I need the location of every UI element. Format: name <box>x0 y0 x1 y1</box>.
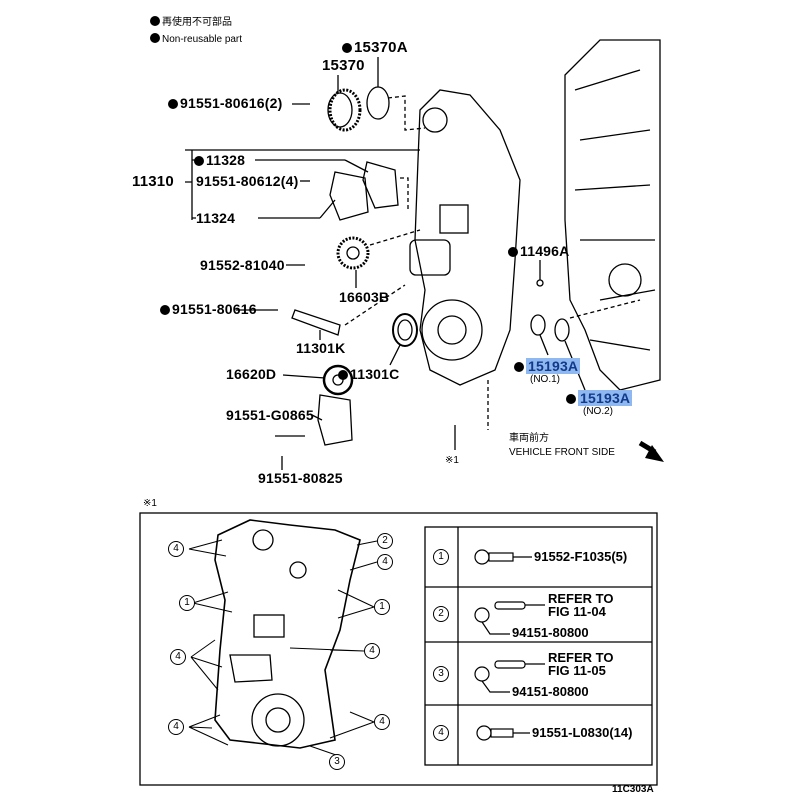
callout-4: 4 <box>168 541 184 557</box>
bullet-icon <box>150 33 160 43</box>
part-note-no2: (NO.2) <box>583 406 613 417</box>
callout-3: 3 <box>329 754 345 770</box>
part-label-91551-80616[interactable]: 91551-80616 <box>160 301 257 317</box>
part-label-15193a-no1[interactable]: 15193A <box>514 358 581 374</box>
callout-1: 1 <box>179 595 195 611</box>
callout-4: 4 <box>170 649 186 665</box>
non-reusable-icon <box>566 394 576 404</box>
timing-cover <box>414 89 521 386</box>
part-label-15370[interactable]: 15370 <box>322 57 365 74</box>
part-label-11301c[interactable]: 11301C <box>338 366 399 382</box>
engine-block <box>564 39 661 391</box>
table-row-num: 4 <box>433 725 449 741</box>
non-reusable-icon <box>342 43 352 53</box>
note-ref-1: ※1 <box>445 455 459 466</box>
callout-4: 4 <box>377 554 393 570</box>
cover-outline-detail <box>214 519 361 749</box>
fastener-table-frame <box>424 526 653 766</box>
table-cell-part[interactable]: 94151-80800 <box>512 684 589 699</box>
part-note-no1: (NO.1) <box>530 374 560 385</box>
part-label-11301k[interactable]: 11301K <box>296 340 346 356</box>
part-label-11496a[interactable]: 11496A <box>508 243 569 259</box>
part-label-91551-80616-2[interactable]: 91551-80616(2) <box>168 95 282 111</box>
detail-frame <box>139 512 658 786</box>
non-reusable-icon <box>194 156 204 166</box>
table-cell-part[interactable]: 94151-80800 <box>512 625 589 640</box>
bullet-icon <box>150 16 160 26</box>
non-reusable-icon <box>508 247 518 257</box>
table-cell-ref: REFER TO <box>548 650 614 665</box>
part-label-11310[interactable]: 11310 <box>132 173 174 190</box>
direction-jp: 車両前方 <box>509 433 549 444</box>
non-reusable-icon <box>168 99 178 109</box>
figure-id: 11C303A <box>612 784 654 795</box>
legend-jp-text: 再使用不可部品 <box>162 17 232 28</box>
callout-4: 4 <box>364 643 380 659</box>
part-label-11324[interactable]: 11324 <box>196 210 236 226</box>
table-row-num: 1 <box>433 549 449 565</box>
table-row-num: 2 <box>433 606 449 622</box>
part-label-15370a[interactable]: 15370A <box>342 40 408 56</box>
callout-4: 4 <box>374 714 390 730</box>
table-cell-ref-fig[interactable]: FIG 11-04 <box>548 604 606 619</box>
legend-jp: 再使用不可部品 <box>150 16 232 29</box>
part-label-16620d[interactable]: 16620D <box>226 366 277 382</box>
direction-en: VEHICLE FRONT SIDE <box>509 447 615 458</box>
table-cell-ref-fig[interactable]: FIG 11-05 <box>548 663 606 678</box>
part-label-15193a-no2[interactable]: 15193A <box>566 390 633 406</box>
callout-2: 2 <box>377 533 393 549</box>
part-label-91551-g0865[interactable]: 91551-G0865 <box>226 407 314 423</box>
part-label-16603b[interactable]: 16603B <box>339 289 390 305</box>
part-label-91551-80612-4[interactable]: 91551-80612(4) <box>196 173 299 189</box>
non-reusable-icon <box>338 370 348 380</box>
table-cell-part[interactable]: 91552-F1035(5) <box>534 549 628 564</box>
part-label-91552-81040[interactable]: 91552-81040 <box>200 257 285 273</box>
legend-en-text: Non-reusable part <box>162 34 243 45</box>
table-cell-part[interactable]: 91551-L0830(14) <box>532 725 633 740</box>
part-label-11328[interactable]: 11328 <box>194 152 245 168</box>
non-reusable-icon <box>514 362 524 372</box>
table-row-num: 3 <box>433 666 449 682</box>
callout-1: 1 <box>374 599 390 615</box>
detail-title: ※1 <box>143 498 157 509</box>
callout-4: 4 <box>168 719 184 735</box>
non-reusable-icon <box>160 305 170 315</box>
part-label-91551-80825[interactable]: 91551-80825 <box>258 470 343 486</box>
legend-en: Non-reusable part <box>150 33 242 46</box>
table-cell-ref: REFER TO <box>548 591 614 606</box>
